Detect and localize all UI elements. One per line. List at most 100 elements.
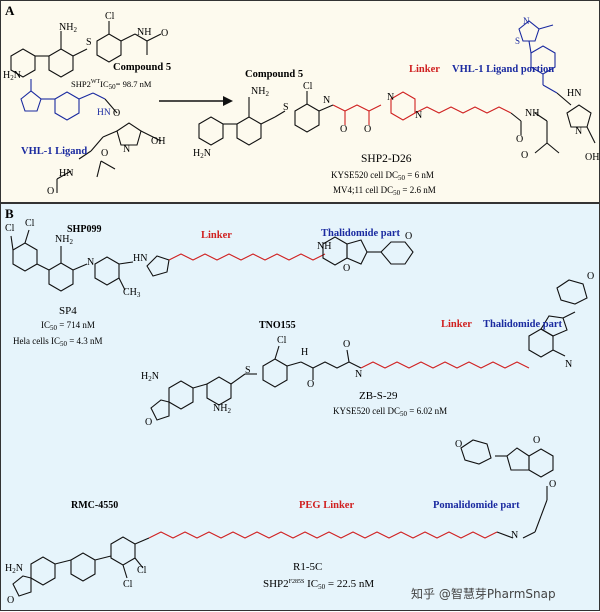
phthalimide-ring-b3: [528, 448, 554, 478]
panel-b-structures: [10, 229, 588, 597]
atom-n-b3: N: [565, 359, 573, 370]
atom-o-b9: O: [533, 435, 541, 446]
atom-n-b2: N: [355, 369, 363, 380]
pyrrolidine-ring-a2: [566, 104, 592, 128]
peg-linker-label: PEG Linker: [299, 500, 355, 511]
phthalimide-ring-b2: [528, 328, 554, 358]
kyse520-dc50: KYSE520 cell DC50 = 6 nM: [331, 170, 434, 182]
atom-o-b2: O: [405, 231, 413, 242]
atom-nh2-b2: NH2: [213, 403, 231, 415]
atom-o-a7: O: [516, 134, 524, 145]
panel-b: B SHP099 Linker Thalidomide part Cl Cl N…: [0, 203, 600, 611]
dichlorophenyl-ring-b1: [12, 242, 38, 272]
atom-o-a3: O: [101, 148, 109, 159]
atom-n-b1: N: [87, 257, 95, 268]
atom-o-b1: O: [343, 263, 351, 274]
atom-nh2-a2: H2N: [3, 70, 21, 82]
atom-cl-b2: Cl: [25, 218, 35, 229]
atom-nh-a1: NH: [137, 27, 152, 38]
shp099-label: SHP099: [67, 224, 102, 235]
atom-s-a1: S: [86, 37, 92, 48]
atom-nh-a2: NH: [525, 108, 540, 119]
peg-linker-chain: [148, 531, 498, 539]
benzene-ring-b2: [262, 358, 288, 388]
imide-ring-b1: [346, 239, 368, 265]
atom-h-b2: H: [301, 347, 309, 358]
atom-oh-a2: OH: [585, 152, 600, 163]
thiazole-ring-a2: [518, 20, 540, 42]
pomalidomide-label: Pomalidomide part: [433, 500, 520, 511]
piperazine-ring-a: [390, 91, 416, 121]
atom-o-a2: O: [113, 108, 121, 119]
glutarimide-ring-b3: [460, 439, 492, 465]
mv411-dc50: MV4;11 cell DC50 = 2.6 nM: [333, 185, 436, 197]
atom-hn-a3: HN: [567, 88, 582, 99]
atom-hn-a2: HN: [59, 168, 74, 179]
atom-hn-b1: HN: [133, 253, 148, 264]
atom-cl-b4: Cl: [137, 565, 147, 576]
reaction-arrow-head: [223, 96, 233, 106]
atom-ch3-b1: CH3: [123, 287, 141, 299]
vhl-ligand-label: VHL-1 Ligand: [21, 146, 88, 157]
hela-ic50: Hela cells IC50 = 4.3 nM: [13, 336, 103, 348]
atom-nh2-b1: NH2: [55, 234, 73, 246]
pyrrolidine-ring-a1: [116, 122, 142, 146]
atom-o-a6: O: [364, 124, 372, 135]
spiro-piperidine-b3: [30, 556, 56, 586]
imide-ring-b2: [540, 315, 568, 337]
linker-label-b1: Linker: [201, 230, 232, 241]
atom-cl-a2: Cl: [303, 81, 313, 92]
atom-s-a3: S: [515, 36, 521, 46]
atom-hn-a1: HN: [97, 108, 111, 118]
oxolane-ring-b3: [12, 575, 32, 597]
atom-o-b10: O: [455, 439, 463, 450]
thiazole-ring-a1: [20, 90, 42, 112]
r15c-ic50: SHP2F285S IC50 = 22.5 nM: [263, 578, 375, 591]
atom-o-b6: O: [587, 271, 595, 282]
thalidomide-label-b1: Thalidomide part: [321, 228, 401, 239]
atom-cl-b1: Cl: [5, 223, 15, 234]
atom-cl-b3: Cl: [277, 335, 287, 346]
watermark: 知乎 @智慧芽PharmSnap: [411, 587, 556, 601]
compound5-label: Compound 5: [113, 62, 172, 73]
shp2-wt-ic50: SHP2WTIC50= 98.7 nM: [71, 79, 152, 91]
atom-h2n-b3: H2N: [5, 563, 23, 575]
piperidine-ring-a2: [198, 116, 224, 146]
atom-n-a1: N: [123, 144, 131, 155]
thalidomide-label-b2: Thalidomide part: [483, 319, 563, 330]
atom-h2n-b2: H2N: [141, 371, 159, 383]
r15c-name: R1-5C: [293, 561, 323, 573]
vhl-portion-label: VHL-1 Ligand portion: [452, 64, 555, 75]
atom-n-a5: N: [575, 126, 583, 137]
atom-n-a6: N: [523, 16, 530, 26]
oxolane-ring-b2: [150, 399, 170, 421]
pyrazine-ring-b1: [48, 262, 74, 292]
tno155-label: TNO155: [259, 320, 296, 331]
atom-cl-b5: Cl: [123, 579, 133, 590]
pyrazine-ring-a1: [48, 48, 74, 78]
atom-s-b2: S: [245, 365, 251, 376]
atom-o-a8: O: [521, 150, 529, 161]
phenyl-ring-a1: [54, 91, 80, 121]
linker-chain-b2: [360, 361, 530, 369]
panel-a: A NH2 S Cl NH O H2N Compound 5 SHP2WTIC5…: [0, 0, 600, 203]
pyrazine-ring-b2: [206, 376, 232, 406]
atom-n-b4: N: [511, 530, 519, 541]
benzene-ring-a2: [294, 103, 320, 133]
piperidine-ring-b1: [94, 256, 120, 286]
pyrazine-ring-a2: [236, 116, 262, 146]
atom-o-b3: O: [145, 417, 153, 428]
triazole-ring-b1: [146, 255, 170, 277]
phenyl-ring-a2: [530, 45, 556, 75]
atom-n-a2: N: [323, 95, 331, 106]
sp4-ic50: IC50 = 714 nM: [41, 320, 95, 332]
atom-o-b4: O: [307, 379, 315, 390]
sp4-name: SP4: [59, 305, 77, 317]
piperidine-ring-a1: [10, 48, 36, 78]
atom-s-a2: S: [283, 102, 289, 113]
compound5-label-right: Compound 5: [245, 69, 304, 80]
atom-o-a4: O: [47, 186, 55, 197]
atom-oh-a1: OH: [151, 136, 166, 147]
atom-nh2-a3: NH2: [251, 86, 269, 98]
atom-o-b5: O: [343, 339, 351, 350]
